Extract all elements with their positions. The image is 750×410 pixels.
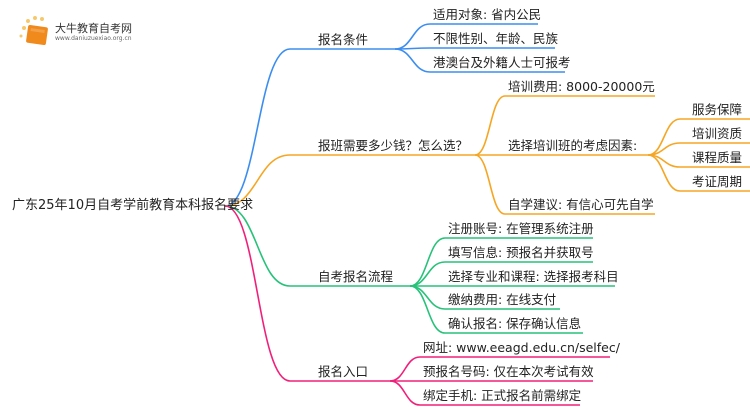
- leaf-topic: 适用对象: 省内公民: [433, 7, 542, 22]
- subleaf-line: [647, 154, 750, 192]
- branch-line-4: [224, 205, 390, 382]
- branch-topic: 自考报名流程: [318, 269, 394, 284]
- leaf-topic: 填写信息: 预报名并获取号: [448, 245, 594, 260]
- leaf-line: [389, 380, 580, 406]
- branch-topic: 报名条件: [318, 32, 369, 47]
- leaf-topic: 不限性别、年龄、民族: [433, 31, 559, 46]
- leaf-topic: 缴纳费用: 在线支付: [448, 292, 557, 307]
- branch-line-1: [224, 48, 395, 207]
- leaf-topic: 网址: www.eeagd.edu.cn/selfec/: [423, 340, 620, 355]
- subleaf-topic: 课程质量: [692, 150, 743, 165]
- logo-url: www.daniuzuexiao.org.cn: [55, 35, 132, 42]
- leaf-line: [389, 356, 610, 382]
- leaf-line: [409, 285, 583, 334]
- subleaf-topic: 考证周期: [692, 174, 743, 189]
- leaf-topic: 绑定手机: 正式报名前需绑定: [423, 388, 582, 403]
- subleaf-line: [647, 118, 750, 156]
- leaf-topic: 选择培训班的考虑因素:: [508, 138, 638, 153]
- leaf-topic: 确认报名: 保存确认信息: [448, 316, 582, 331]
- leaf-line: [394, 23, 538, 50]
- leaf-line: [474, 154, 655, 215]
- leaf-line: [409, 261, 593, 287]
- branch-line-2: [224, 154, 475, 207]
- root-topic: 广东25年10月自考学前教育本科报名要求: [12, 198, 254, 213]
- subleaf-topic: 培训资质: [692, 126, 743, 141]
- logo: 大牛教育自考网 www.daniuzuexiao.org.cn: [18, 14, 158, 48]
- leaf-line: [409, 237, 593, 287]
- leaf-line: [394, 48, 565, 73]
- leaf-line: [394, 47, 555, 50]
- leaf-topic: 港澳台及外籍人士可报考: [433, 55, 571, 70]
- logo-title: 大牛教育自考网: [55, 22, 132, 35]
- leaf-topic: 自学建议: 有信心可先自学: [508, 197, 654, 212]
- leaf-topic: 选择专业和课程: 选择报考科目: [448, 269, 619, 284]
- branch-topic: 报名入口: [318, 364, 369, 379]
- leaf-line: [474, 95, 655, 156]
- book-logo-icon: [19, 16, 48, 46]
- leaf-topic: 预报名号码: 仅在本次考试有效: [423, 364, 594, 379]
- leaf-topic: 注册账号: 在管理系统注册: [448, 221, 594, 236]
- subleaf-topic: 服务保障: [692, 102, 743, 117]
- leaf-topic: 培训费用: 8000-20000元: [508, 79, 655, 94]
- branch-line-3: [224, 205, 410, 287]
- branch-topic: 报班需要多少钱？怎么选？: [318, 138, 469, 153]
